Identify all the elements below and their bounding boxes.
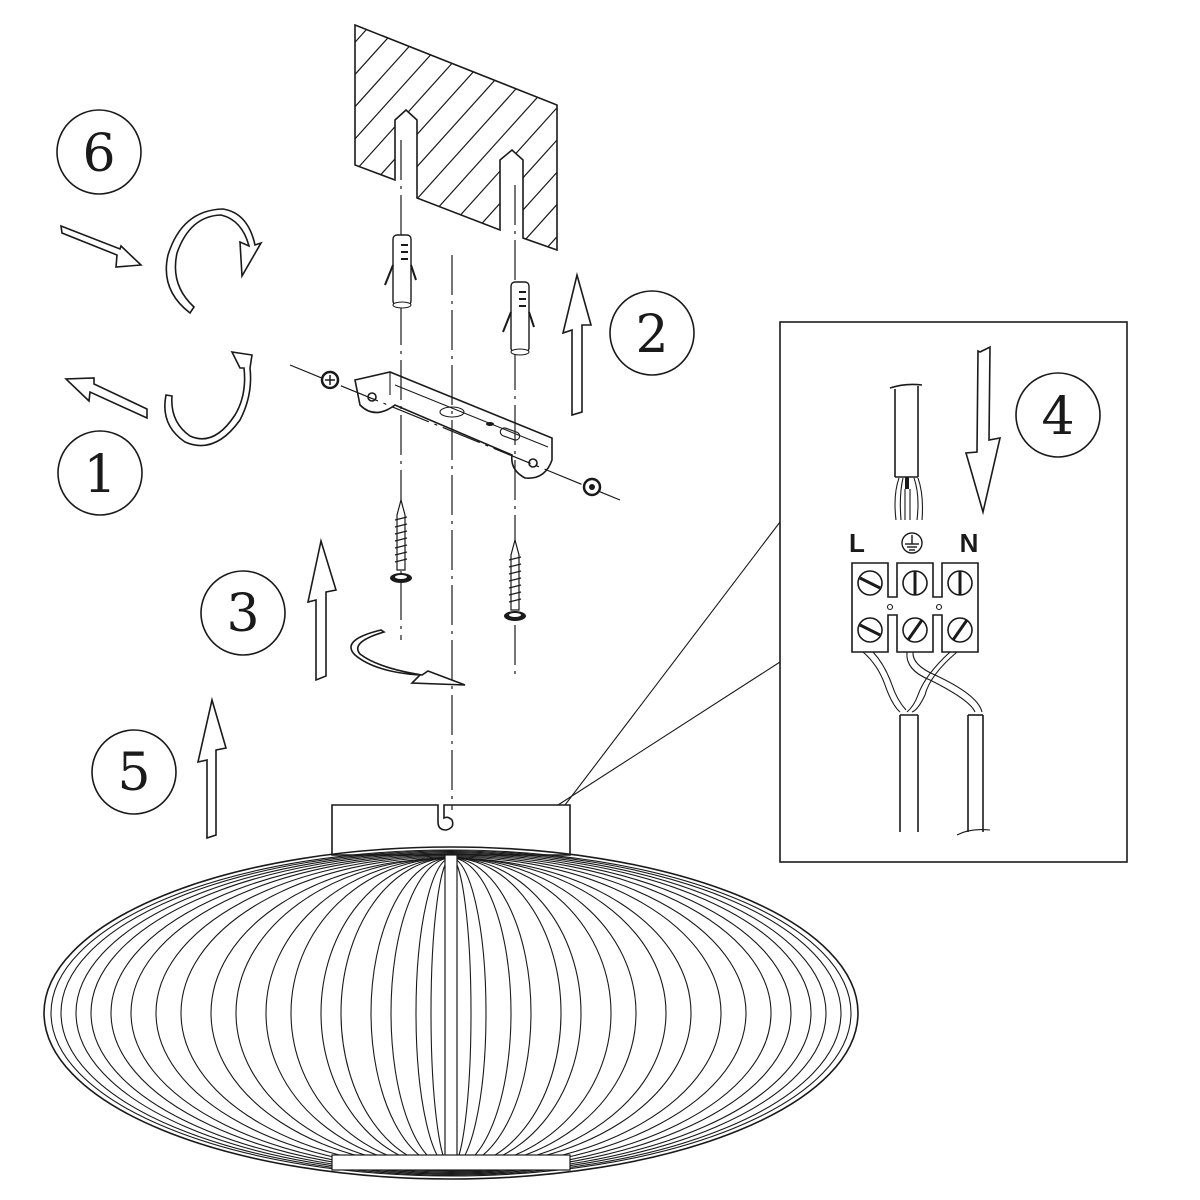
lamp-shade xyxy=(43,846,859,1180)
side-screw-right xyxy=(582,477,602,497)
ceiling-block xyxy=(354,23,558,252)
mounting-bracket xyxy=(354,371,553,479)
earth-icon xyxy=(901,532,923,554)
wall-plug-left xyxy=(384,234,417,309)
step-3-badge: 3 xyxy=(200,570,286,656)
svg-text:1: 1 xyxy=(83,445,116,505)
svg-text:3: 3 xyxy=(226,584,259,644)
step-5-arrow xyxy=(196,696,228,840)
terminal-block xyxy=(851,562,979,653)
side-screw-left xyxy=(320,370,340,390)
wood-screw-left xyxy=(390,497,412,583)
label-live: L xyxy=(849,528,865,558)
svg-text:6: 6 xyxy=(82,124,115,184)
step-3-arrow xyxy=(306,537,338,682)
lamp-wires xyxy=(862,651,991,836)
svg-text:4: 4 xyxy=(1041,387,1074,447)
step-4-badge: 4 xyxy=(1015,372,1101,458)
terminal-screws xyxy=(857,570,973,643)
alignment-lines xyxy=(289,140,621,810)
svg-text:5: 5 xyxy=(117,743,150,803)
step-1-pull-arrow xyxy=(64,377,148,420)
label-neutral: N xyxy=(960,528,979,558)
step-2-arrow xyxy=(561,271,593,417)
clockwise-arrow xyxy=(165,208,263,315)
counter-clockwise-arrow xyxy=(164,350,253,447)
step-6-push-arrow xyxy=(60,224,143,268)
svg-text:2: 2 xyxy=(635,305,668,365)
step-5-badge: 5 xyxy=(91,729,177,815)
step-6-badge: 6 xyxy=(56,109,142,195)
terminal-labels: L N xyxy=(849,528,978,558)
lamp-canopy xyxy=(331,804,571,856)
callout-lines xyxy=(557,521,781,806)
power-cable xyxy=(889,383,924,521)
step-1-badge: 1 xyxy=(57,430,143,516)
wood-screw-right xyxy=(504,537,526,621)
wall-plug-right xyxy=(502,281,535,356)
step-4-arrow xyxy=(964,345,1002,516)
twist-arrow xyxy=(350,629,466,686)
step-2-badge: 2 xyxy=(609,290,695,376)
